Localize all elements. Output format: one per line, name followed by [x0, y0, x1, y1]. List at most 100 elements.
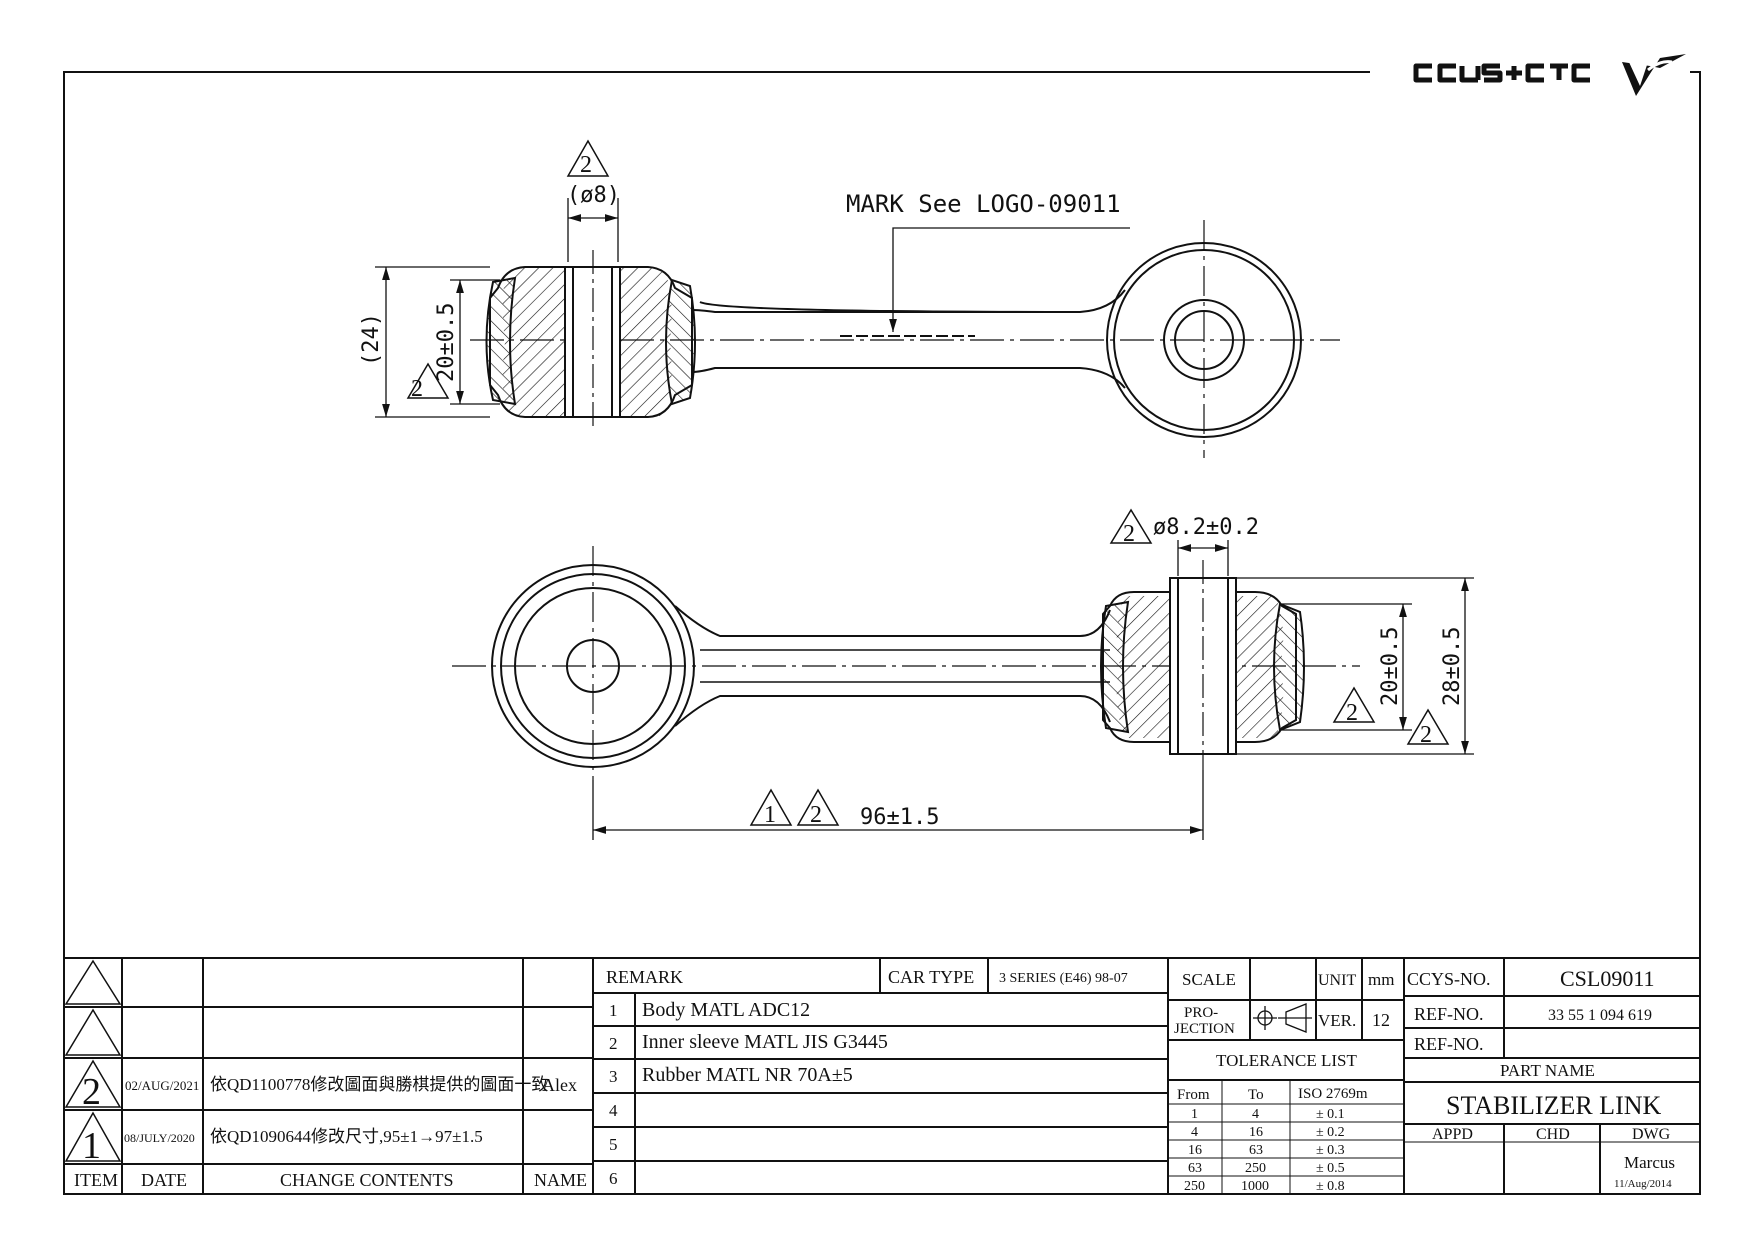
- dimension-overall-height-top-label: (24): [359, 313, 384, 366]
- rev-triangle: 2: [1109, 508, 1153, 547]
- part-name-value: STABILIZER LINK: [1446, 1091, 1661, 1120]
- ccys-no-label: CCYS-NO.: [1407, 969, 1491, 989]
- dimension-overall-height-top: [375, 266, 500, 418]
- rubber-section-left: [502, 268, 565, 416]
- svg-text:63: 63: [1188, 1161, 1202, 1176]
- svg-text:1: 1: [764, 802, 776, 828]
- dimension-sleeve-bottom-label: 20±0.5: [1378, 627, 1403, 706]
- appd-label: APPD: [1432, 1126, 1473, 1143]
- dimension-bore-top-label: (ø8): [567, 183, 620, 208]
- tolerance-header-iso: ISO 2769m: [1298, 1086, 1368, 1102]
- car-type-label: CAR TYPE: [888, 967, 974, 987]
- brand-emblem-icon: [1622, 54, 1686, 96]
- bottom-view: [452, 546, 1360, 780]
- scale-label: SCALE: [1182, 970, 1236, 989]
- ver-label: VER.: [1318, 1011, 1356, 1030]
- svg-text:± 0.1: ± 0.1: [1316, 1107, 1345, 1122]
- revision-change: 依QD1100778修改圖面與勝棋提供的圖面一致: [210, 1075, 548, 1094]
- revision-header-change: CHANGE CONTENTS: [280, 1170, 454, 1190]
- svg-text:4: 4: [1191, 1125, 1198, 1140]
- svg-text:± 0.3: ± 0.3: [1316, 1143, 1345, 1158]
- projection-label: JECTION: [1174, 1021, 1235, 1037]
- remark-text: Rubber MATL NR 70A±5: [642, 1064, 853, 1086]
- ref-no-label: REF-NO.: [1414, 1004, 1484, 1024]
- dwg-label: DWG: [1632, 1126, 1671, 1143]
- svg-text:± 0.8: ± 0.8: [1316, 1179, 1345, 1194]
- dimension-sleeve-top-label: 20±0.5: [434, 303, 459, 382]
- remark-no: 5: [609, 1135, 618, 1154]
- unit-label: UNIT: [1318, 972, 1356, 989]
- dimension-center-distance: [592, 770, 1204, 840]
- dwg-date: 11/Aug/2014: [1614, 1178, 1672, 1190]
- svg-text:± 0.2: ± 0.2: [1316, 1125, 1345, 1140]
- car-type-value: 3 SERIES (E46) 98-07: [999, 971, 1128, 986]
- svg-text:± 0.5: ± 0.5: [1316, 1161, 1345, 1176]
- rubber-section-right: [620, 268, 672, 416]
- revision-date: 02/AUG/2021: [125, 1078, 199, 1093]
- dwg-name: Marcus: [1624, 1153, 1675, 1172]
- part-name-label: PART NAME: [1500, 1061, 1595, 1080]
- revision-name: Alex: [542, 1075, 577, 1095]
- svg-text:63: 63: [1249, 1143, 1263, 1158]
- mark-note: MARK See LOGO-09011: [846, 190, 1121, 218]
- revision-symbol-empty: [64, 959, 122, 1005]
- rev-triangle: 2: [1406, 708, 1450, 748]
- svg-text:4: 4: [1252, 1107, 1259, 1122]
- dimension-bore-bottom: [1177, 540, 1229, 576]
- drawing-frame: [63, 71, 1701, 1195]
- ver-value: 12: [1372, 1010, 1390, 1030]
- remark-no: 6: [609, 1169, 618, 1188]
- dimension-height-bottom-label: 28±0.5: [1440, 627, 1465, 706]
- revision-date: 08/JULY/2020: [124, 1131, 195, 1145]
- rev-triangle: 2: [796, 788, 840, 828]
- rubber-section-left: [1116, 596, 1170, 738]
- revision-header-name: NAME: [534, 1170, 587, 1190]
- revision-header-date: DATE: [141, 1170, 187, 1190]
- remark-header: REMARK: [606, 967, 683, 987]
- dimension-height-bottom: [1236, 577, 1474, 755]
- dimension-bore-bottom-label: ø8.2±0.2: [1153, 515, 1259, 540]
- remark-no: 2: [609, 1034, 618, 1053]
- rev-triangle: 2: [566, 139, 610, 178]
- ref-no-value: 33 55 1 094 619: [1548, 1007, 1652, 1024]
- chd-label: CHD: [1536, 1126, 1570, 1143]
- svg-text:250: 250: [1184, 1179, 1205, 1194]
- svg-text:250: 250: [1245, 1161, 1266, 1176]
- dimension-sleeve-bottom: [1280, 603, 1412, 731]
- rev-triangle: 1: [749, 788, 793, 828]
- svg-text:2: 2: [1420, 722, 1432, 748]
- mark-note-leader: [889, 227, 1130, 332]
- top-view: [470, 220, 1340, 458]
- remark-no: 1: [609, 1001, 618, 1020]
- remark-text: Body MATL ADC12: [642, 999, 810, 1021]
- tolerance-title: TOLERANCE LIST: [1216, 1051, 1357, 1070]
- ccys-no-value: CSL09011: [1560, 966, 1655, 991]
- revision-symbol-1: 1: [64, 1111, 122, 1167]
- dimension-bore-top: [567, 198, 619, 262]
- svg-text:2: 2: [411, 376, 423, 402]
- revision-symbol-empty: [64, 1008, 122, 1056]
- rubber-section-right: [1236, 596, 1284, 738]
- brand-logo: [1413, 54, 1686, 96]
- revision-change: 依QD1090644修改尺寸,95±1→97±1.5: [210, 1127, 483, 1146]
- svg-text:1: 1: [82, 1125, 101, 1167]
- svg-text:2: 2: [1346, 700, 1358, 726]
- svg-text:2: 2: [1123, 521, 1135, 547]
- svg-text:16: 16: [1188, 1143, 1202, 1158]
- remark-no: 4: [609, 1101, 618, 1120]
- tolerance-header-to: To: [1248, 1087, 1264, 1103]
- third-angle-projection-icon: [1253, 1003, 1312, 1033]
- svg-text:1: 1: [1191, 1107, 1198, 1122]
- svg-text:2: 2: [580, 152, 592, 178]
- revision-symbol-2: 2: [64, 1059, 122, 1113]
- brand-wordmark: [1413, 63, 1590, 83]
- title-block-grid: [64, 957, 1700, 1194]
- svg-text:2: 2: [82, 1071, 101, 1113]
- remark-no: 3: [609, 1067, 618, 1086]
- remark-text: Inner sleeve MATL JIS G3445: [642, 1031, 888, 1053]
- tolerance-header-from: From: [1177, 1087, 1210, 1103]
- dimension-center-distance-label: 96±1.5: [860, 805, 939, 830]
- svg-text:2: 2: [810, 802, 822, 828]
- svg-text:16: 16: [1249, 1125, 1263, 1140]
